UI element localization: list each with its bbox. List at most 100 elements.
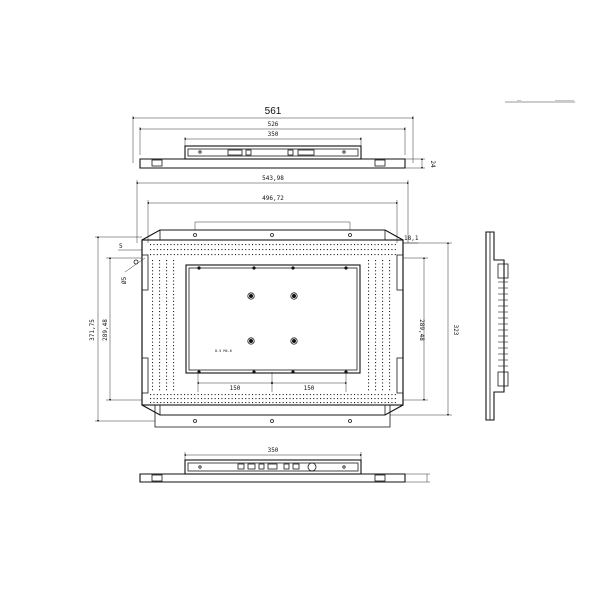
vent-hole — [299, 249, 301, 251]
dim-right-inner: 289,48 — [418, 319, 425, 341]
vent-hole — [173, 254, 175, 256]
vent-hole — [296, 249, 298, 251]
vent-hole — [303, 249, 305, 251]
vent-hole — [166, 385, 168, 387]
vent-hole — [166, 277, 168, 279]
vent-hole — [368, 362, 370, 364]
vent-hole — [333, 402, 335, 404]
vent-hole — [159, 270, 161, 272]
vent-hole — [384, 398, 386, 400]
vent-hole — [382, 328, 384, 330]
vent-hole — [173, 328, 175, 330]
vent-hole — [375, 324, 377, 326]
vent-hole — [218, 244, 220, 246]
vent-hole — [152, 331, 154, 333]
vent-hole — [173, 287, 175, 289]
vent-hole — [389, 294, 391, 296]
vent-hole — [368, 287, 370, 289]
vent-hole — [306, 398, 308, 400]
vent-hole — [262, 398, 264, 400]
vent-hole — [248, 254, 250, 256]
vent-hole — [347, 254, 349, 256]
vent-hole — [382, 307, 384, 309]
vent-hole — [269, 398, 271, 400]
vent-hole — [214, 254, 216, 256]
vent-hole — [160, 398, 162, 400]
vent-hole — [173, 358, 175, 360]
vent-hole — [375, 321, 377, 323]
vent-hole — [388, 402, 390, 404]
vent-hole — [382, 389, 384, 391]
vent-hole — [382, 283, 384, 285]
vent-hole — [350, 249, 352, 251]
vent-hole — [258, 394, 260, 396]
vent-hole — [184, 244, 186, 246]
dim-bottom-inner: 350 — [268, 447, 279, 454]
vent-hole — [326, 398, 328, 400]
vent-hole — [180, 249, 182, 251]
dim-vesa-right: 150 — [304, 385, 315, 392]
vent-hole — [255, 394, 257, 396]
vent-hole — [170, 402, 172, 404]
vent-hole — [375, 385, 377, 387]
vent-hole — [159, 368, 161, 370]
vent-hole — [245, 394, 247, 396]
vent-hole — [262, 402, 264, 404]
vent-hole — [152, 317, 154, 319]
vent-hole — [170, 394, 172, 396]
vent-hole — [377, 398, 379, 400]
vent-hole — [323, 244, 325, 246]
vent-hole — [306, 402, 308, 404]
vent-hole — [190, 254, 192, 256]
vent-hole — [382, 277, 384, 279]
vent-hole — [371, 244, 373, 246]
vent-hole — [231, 398, 233, 400]
vent-hole — [377, 254, 379, 256]
vent-hole — [173, 338, 175, 340]
vent-hole — [160, 244, 162, 246]
vent-hole — [371, 398, 373, 400]
vent-hole — [296, 398, 298, 400]
vent-hole — [375, 290, 377, 292]
vent-hole — [190, 402, 192, 404]
vent-hole — [368, 334, 370, 336]
vent-hole — [187, 254, 189, 256]
vent-hole — [279, 402, 281, 404]
vent-hole — [152, 290, 154, 292]
vent-hole — [382, 358, 384, 360]
vent-hole — [207, 402, 209, 404]
vent-hole — [382, 290, 384, 292]
vent-hole — [163, 254, 165, 256]
vent-hole — [258, 254, 260, 256]
vent-hole — [166, 321, 168, 323]
vent-hole — [384, 394, 386, 396]
vent-hole — [282, 394, 284, 396]
title-block-right-text: ————————— — [555, 98, 575, 102]
vent-hole — [360, 394, 362, 396]
vent-hole — [255, 398, 257, 400]
vent-hole — [159, 351, 161, 353]
vent-hole — [374, 249, 376, 251]
vent-hole — [389, 324, 391, 326]
vent-hole — [255, 402, 257, 404]
vent-hole — [187, 244, 189, 246]
vent-hole — [156, 398, 158, 400]
vent-hole — [207, 244, 209, 246]
vent-hole — [272, 402, 274, 404]
vent-hole — [218, 398, 220, 400]
vent-hole — [303, 244, 305, 246]
vent-hole — [357, 402, 359, 404]
vent-hole — [231, 394, 233, 396]
vent-hole — [269, 402, 271, 404]
vent-hole — [166, 266, 168, 268]
vent-hole — [289, 249, 291, 251]
vent-hole — [152, 385, 154, 387]
dim-left-inner: 289,48 — [102, 319, 109, 341]
vent-hole — [159, 294, 161, 296]
vent-hole — [350, 254, 352, 256]
vent-hole — [187, 398, 189, 400]
vent-hole — [173, 348, 175, 350]
vent-hole — [272, 244, 274, 246]
vent-hole — [382, 260, 384, 262]
vent-hole — [375, 368, 377, 370]
